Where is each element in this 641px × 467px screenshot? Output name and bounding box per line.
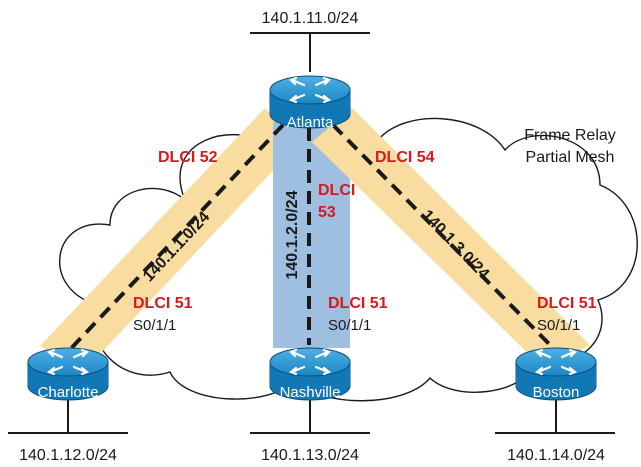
dlci-54-label: DLCI 54 (375, 149, 435, 166)
charlotte-dlci-label: DLCI 51 (133, 295, 193, 312)
link-nashville-subnet: 140.1.2.0/24 (284, 190, 301, 279)
pvc-line-charlotte (58, 123, 285, 362)
router-charlotte[interactable]: Charlotte (26, 346, 110, 402)
lan-charlotte-label: 140.1.12.0/24 (19, 447, 117, 464)
router-charlotte-label: Charlotte (38, 384, 99, 401)
router-atlanta-label: Atlanta (287, 114, 334, 131)
pvc-line-boston (331, 123, 567, 362)
lan-atlanta-label: 140.1.11.0/24 (262, 10, 359, 27)
boston-dlci-label: DLCI 51 (537, 295, 597, 312)
pvc-band-nashville (273, 122, 350, 348)
router-atlanta[interactable]: Atlanta (268, 74, 352, 131)
router-nashville[interactable]: Nashville (268, 346, 352, 402)
boston-interface-label: S0/1/1 (537, 317, 580, 334)
lan-nashville-label: 140.1.13.0/24 (261, 447, 359, 464)
nashville-dlci-label: DLCI 51 (328, 295, 388, 312)
topology-note-line1: Frame Relay (524, 127, 616, 144)
charlotte-interface-label: S0/1/1 (133, 317, 176, 334)
dlci-52-label: DLCI 52 (158, 149, 218, 166)
router-nashville-label: Nashville (280, 384, 341, 401)
router-boston[interactable]: Boston (514, 346, 598, 402)
router-boston-label: Boston (533, 384, 580, 401)
dlci-53-label-line2: 53 (318, 204, 336, 221)
dlci-53-label-line1: DLCI (318, 182, 355, 199)
nashville-interface-label: S0/1/1 (328, 317, 371, 334)
lan-boston-label: 140.1.14.0/24 (507, 447, 605, 464)
topology-note-line2: Partial Mesh (526, 149, 615, 166)
